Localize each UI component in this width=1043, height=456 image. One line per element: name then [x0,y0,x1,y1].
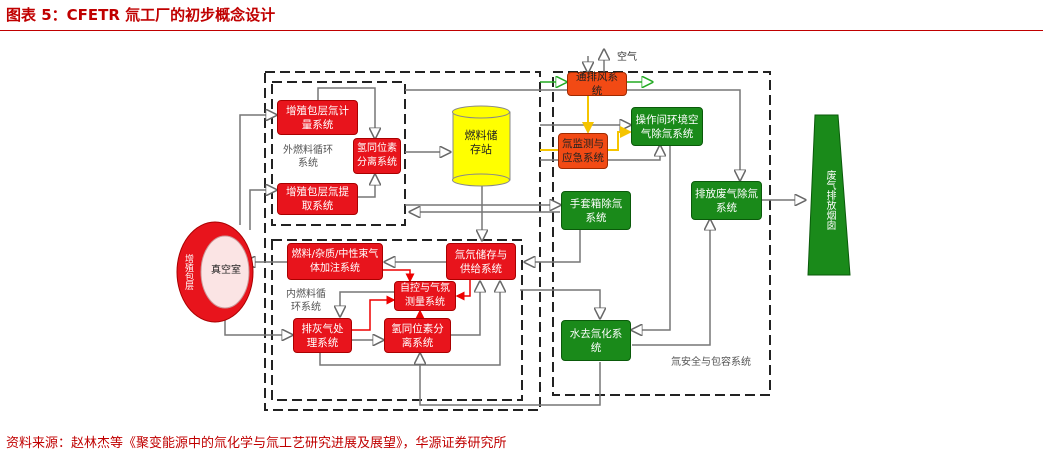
blanket-ring [176,221,254,323]
tritium-plant-boundary [264,71,541,411]
blanket-tritium-metering-system: 增殖包层氚计量系统 [277,100,358,135]
outer-loop-boundary [271,81,406,226]
fuel-storage-cylinder [452,105,511,187]
exhaust-stack [807,114,851,276]
outer-loop-label: 外燃料循环系统 [283,145,333,169]
outer-isotope-separation-system: 氢同位素分离系统 [353,138,401,174]
safety-boundary [552,71,771,396]
blanket-label: 增殖包层 [183,254,193,290]
inner-isotope-separation-system: 氢同位素分离系统 [384,318,451,353]
inner-loop-label: 内燃料循环系统 [286,289,326,313]
inner-loop-boundary [271,239,523,401]
figure-title: 图表 5：CFETR 氚工厂的初步概念设计 [6,6,276,24]
source-note: 资料来源：赵林杰等《聚变能源中的氚化学与氚工艺研究进展及展望》，华源证券研究所 [6,436,507,451]
air-label: 空气 [617,52,637,63]
ventilation-system: 通排风系统 [567,71,627,97]
exhaust-stack-label: 废气排放烟囱 [824,170,835,230]
exhaust-detritiation-system: 排放废气除氚系统 [691,181,762,220]
blanket-tritium-extraction-system: 增殖包层氚提取系统 [277,183,358,215]
safety-containment-label: 氚安全与包容系统 [671,357,751,368]
water-detritiation-system: 水去氚化系统 [561,320,631,361]
vacuum-chamber-label: 真空室 [211,265,241,276]
tritium-deuterium-storage-supply-system: 氚氘储存与供给系统 [446,243,516,280]
glovebox-detritiation-system: 手套箱除氚系统 [561,191,631,230]
control-atmosphere-measurement-system: 自控与气氛测量系统 [394,281,456,311]
title-divider [0,30,1043,31]
tritium-monitoring-emergency-system: 氚监测与应急系统 [558,133,608,169]
exhaust-gas-processing-system: 排灰气处理系统 [293,318,352,353]
fueling-injection-system: 燃料/杂质/中性束气体加注系统 [287,243,383,280]
room-air-detritiation-system: 操作间环境空气除氚系统 [631,107,703,146]
fuel-storage-station: 燃料储存站 [464,129,498,156]
